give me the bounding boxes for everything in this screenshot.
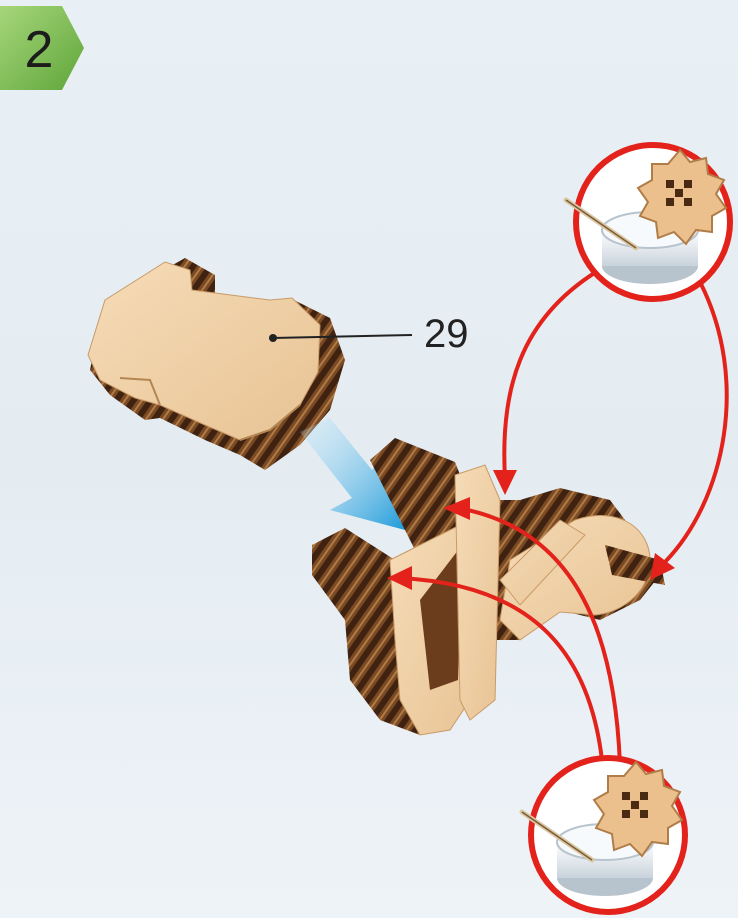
glue-arrow-top-right <box>665 282 727 562</box>
part-number-label: 29 <box>424 310 469 358</box>
glue-arrow-top-left <box>504 272 596 478</box>
glue-cup-with-gear-icon-bottom <box>522 758 685 912</box>
